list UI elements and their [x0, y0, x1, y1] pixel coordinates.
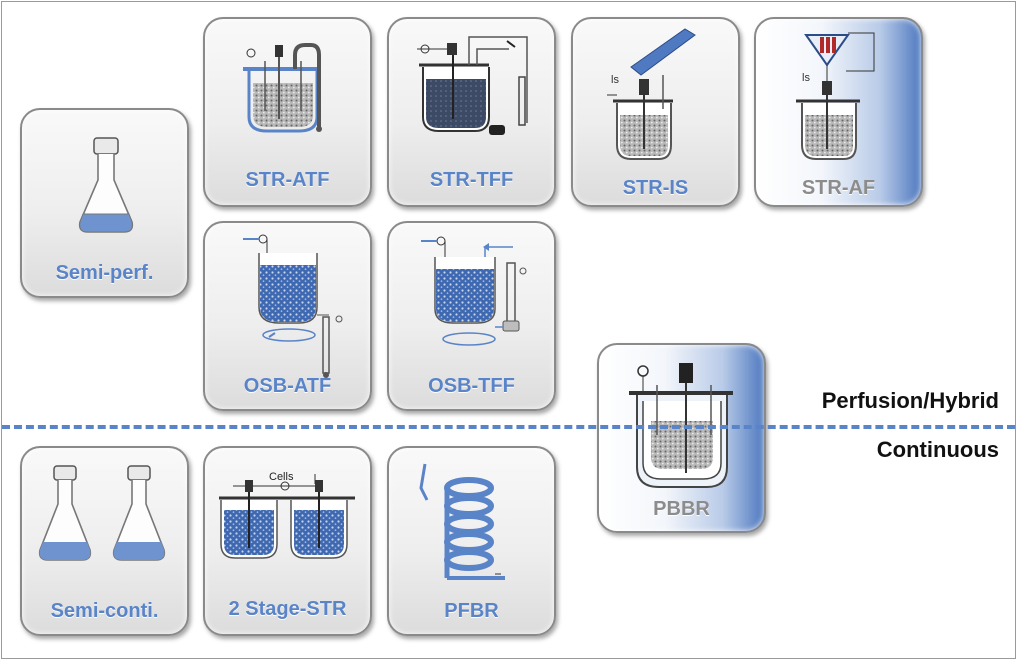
orbital-shaken-tff-icon — [421, 236, 527, 346]
pbbr-label: PBBR — [653, 498, 710, 520]
str-af-ls-label: ls — [802, 72, 810, 84]
continuous-label: Continuous — [876, 437, 999, 462]
str-tff-label: STR-TFF — [429, 169, 514, 191]
semi-conti-label: Semi-conti. — [50, 600, 159, 622]
two-shake-flasks-icon — [38, 465, 166, 561]
two-stage-stirred-tank-icon: Cells — [219, 471, 355, 559]
stirred-tank-inclined-settler-icon: ls — [607, 28, 696, 160]
str-is-label: STR-IS — [622, 177, 689, 199]
str-atf-tile[interactable]: STR-ATF — [203, 17, 372, 207]
osb-tff-label: OSB-TFF — [428, 375, 515, 397]
pfbr-label: PFBR — [444, 600, 499, 622]
str-is-ls-label: ls — [611, 74, 619, 86]
osb-tff-tile[interactable]: OSB-TFF — [387, 221, 556, 411]
pfbr-tile[interactable]: PFBR — [387, 446, 556, 636]
cells-label: Cells — [269, 471, 294, 483]
str-is-tile[interactable]: ls STR-IS — [571, 17, 740, 207]
str-atf-label: STR-ATF — [245, 169, 330, 191]
osb-atf-label: OSB-ATF — [243, 375, 332, 397]
two-stage-str-label: 2 Stage-STR — [228, 598, 347, 620]
perfusion-continuous-separator — [2, 425, 1015, 429]
stirred-tank-atf-icon — [243, 43, 322, 133]
osb-atf-tile[interactable]: OSB-ATF — [203, 221, 372, 411]
str-af-label: STR-AF — [801, 177, 876, 199]
semi-perf-tile[interactable]: Semi-perf. — [20, 108, 189, 298]
stirred-tank-acoustic-filter-icon: ls — [796, 32, 875, 160]
stirred-tank-tff-icon — [417, 36, 528, 135]
pbbr-tile[interactable]: PBBR — [597, 343, 766, 533]
semi-conti-tile[interactable]: Semi-conti. — [20, 446, 189, 636]
packed-bed-bioreactor-icon — [629, 363, 733, 488]
two-stage-str-tile[interactable]: Cells 2 Stage-STR — [203, 446, 372, 636]
str-af-tile[interactable]: ls STR-AF — [754, 17, 923, 207]
semi-perf-label: Semi-perf. — [55, 262, 154, 284]
shake-flask-icon — [78, 137, 134, 233]
plug-flow-bioreactor-icon — [419, 463, 505, 580]
perfusion-hybrid-label: Perfusion/Hybrid — [821, 388, 999, 413]
str-tff-tile[interactable]: STR-TFF — [387, 17, 556, 207]
orbital-shaken-atf-icon — [243, 234, 343, 378]
